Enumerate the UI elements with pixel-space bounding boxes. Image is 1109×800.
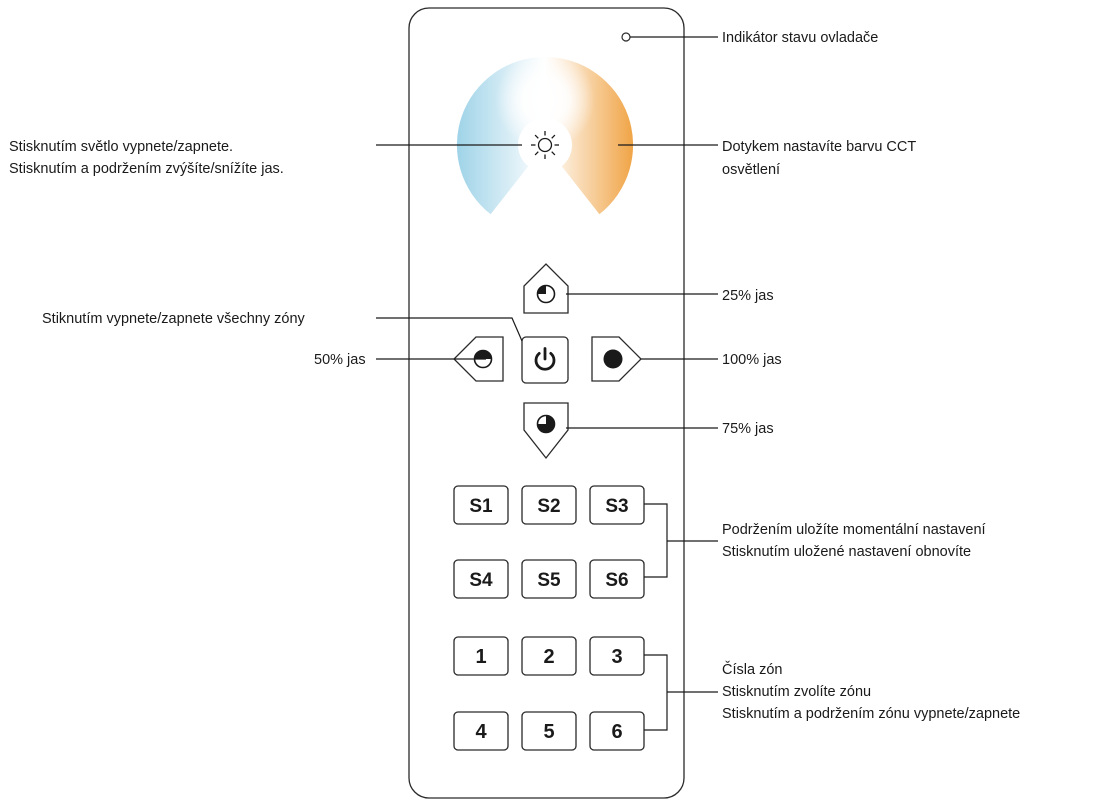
- label-100: 100% jas: [722, 352, 782, 368]
- three-quarter-circle-icon: [536, 414, 556, 434]
- scene-button-s4[interactable]: S4: [453, 559, 509, 599]
- status-indicator-led: [621, 32, 631, 42]
- label-cct-line1: Dotykem nastavíte barvu CCT: [722, 139, 916, 155]
- sun-icon: [531, 131, 559, 159]
- label-zone-line2: Stisknutím zvolíte zónu: [722, 684, 871, 700]
- label-scene-line2: Stisknutím uložené nastavení obnovíte: [722, 544, 971, 560]
- leader-all-zones: [376, 317, 523, 342]
- zone-button-6[interactable]: 6: [589, 711, 645, 751]
- light-toggle-button[interactable]: [518, 118, 572, 172]
- scene-button-label: S1: [469, 496, 493, 517]
- power-icon: [534, 347, 556, 371]
- label-25: 25% jas: [722, 288, 774, 304]
- brightness-25-button[interactable]: [523, 263, 569, 314]
- label-zone-line1: Čísla zón: [722, 661, 782, 678]
- quarter-circle-icon: [536, 284, 556, 304]
- label-light-line1: Stisknutím světlo vypnete/zapnete.: [9, 139, 233, 155]
- label-scene-line1: Podržením uložíte momentální nastavení: [722, 522, 986, 538]
- scene-button-s3[interactable]: S3: [589, 485, 645, 525]
- brightness-75-button[interactable]: [523, 402, 569, 460]
- scene-button-s1[interactable]: S1: [453, 485, 509, 525]
- zone-button-1[interactable]: 1: [453, 636, 509, 676]
- label-all-zones: Stiknutím vypnete/zapnete všechny zóny: [42, 311, 306, 327]
- label-50: 50% jas: [314, 352, 366, 368]
- brightness-100-button[interactable]: [591, 336, 642, 382]
- zone-buttons: 1 2 3 4 5 6: [453, 636, 645, 751]
- zone-button-label: 2: [543, 646, 554, 668]
- zone-button-label: 4: [475, 721, 487, 743]
- label-cct-line2: osvětlení: [722, 162, 780, 178]
- zone-button-5[interactable]: 5: [521, 711, 577, 751]
- scene-button-s2[interactable]: S2: [521, 485, 577, 525]
- zone-button-2[interactable]: 2: [521, 636, 577, 676]
- label-light-line2: Stisknutím a podržením zvýšíte/snížíte j…: [9, 161, 284, 177]
- full-circle-icon: [603, 349, 623, 369]
- zone-button-label: 5: [543, 721, 554, 743]
- zone-button-label: 3: [611, 646, 622, 668]
- label-75: 75% jas: [722, 421, 774, 437]
- scene-button-label: S3: [605, 496, 628, 517]
- scene-button-label: S4: [469, 570, 493, 591]
- all-zones-power-button[interactable]: [521, 336, 569, 384]
- label-zone-line3: Stisknutím a podržením zónu vypnete/zapn…: [722, 706, 1020, 722]
- scene-button-s6[interactable]: S6: [589, 559, 645, 599]
- zone-button-3[interactable]: 3: [589, 636, 645, 676]
- zone-button-label: 1: [475, 646, 486, 668]
- label-status-indicator: Indikátor stavu ovladače: [722, 30, 878, 46]
- scene-button-s5[interactable]: S5: [521, 559, 577, 599]
- cct-color-wheel[interactable]: [456, 50, 634, 234]
- scene-button-label: S5: [537, 570, 561, 591]
- zone-button-label: 6: [611, 721, 622, 743]
- cct-neutral-sector: [490, 145, 600, 234]
- zone-button-4[interactable]: 4: [453, 711, 509, 751]
- scene-button-label: S2: [537, 496, 560, 517]
- scene-button-label: S6: [605, 570, 628, 591]
